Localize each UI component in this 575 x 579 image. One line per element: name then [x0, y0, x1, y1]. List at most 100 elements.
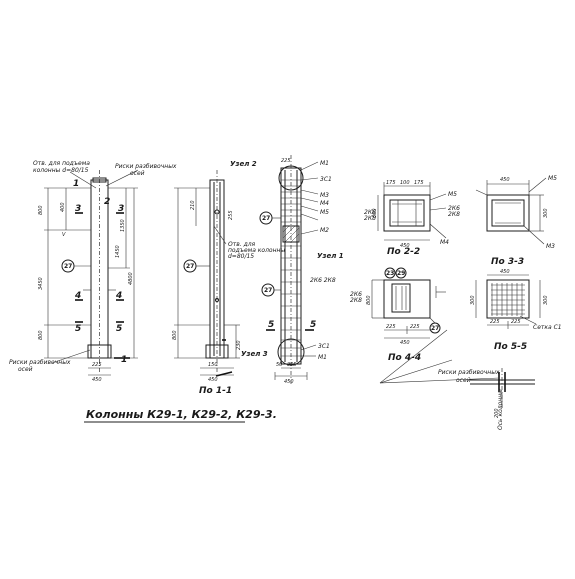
dim-225-s44: 225: [386, 324, 396, 330]
section-number-5c: 5: [268, 320, 274, 330]
label-align-marks: Риски разбивочных: [115, 163, 177, 170]
mesh-c1: [491, 283, 525, 316]
cut-label-1-1: По 1-1: [199, 386, 232, 396]
mark-kr4: 2К6: [364, 209, 376, 216]
dim-175-b: 175: [414, 180, 424, 186]
mark-kr: 2К6 2К8: [310, 277, 336, 284]
mark-kr6: 2К6: [350, 291, 362, 298]
mark-m2: М2: [320, 227, 329, 234]
label-axes-2: осей: [18, 366, 33, 373]
section-5-5: [475, 274, 541, 329]
column-reinforcement: [259, 155, 319, 384]
mark-m5: М5: [320, 209, 329, 216]
dim-210: 210: [190, 200, 196, 210]
dim-100: 100: [400, 180, 410, 186]
dim-300-s22: 300: [372, 208, 378, 218]
section-4-4: [371, 267, 446, 339]
dim-450-3: 450: [284, 379, 294, 385]
dim-350: 355: [287, 362, 297, 368]
mark-kr7: 2К8: [350, 297, 362, 304]
dim-800-bot: 800: [38, 330, 44, 340]
mark-m5-s33: М5: [548, 175, 557, 182]
mark-3c1: 3С1: [320, 176, 332, 183]
label-lift-hole-2: Отв. для: [228, 241, 256, 248]
node-2-label: Узел 2: [230, 160, 257, 168]
dim-450-s22: 450: [400, 243, 410, 249]
mark-kr2: 2К6: [448, 205, 460, 212]
node-1-label: Узел 1: [317, 252, 344, 260]
dim-450-s33: 450: [500, 177, 510, 183]
mark-m4: М4: [320, 200, 329, 207]
section-number-5: 5: [75, 324, 81, 334]
dim-225b-s55: 225: [511, 319, 521, 325]
dim-380-s44: 800: [366, 295, 372, 305]
dim-175-a: 175: [386, 180, 396, 186]
cut-label-2-2: По 2-2: [387, 247, 420, 257]
section-number-2: 2: [104, 197, 110, 207]
callout-27e: 27: [431, 325, 439, 332]
dim-4800: 4800: [128, 272, 134, 285]
label-axes: осей: [130, 170, 145, 177]
mark-kr5: 2К8: [364, 215, 376, 222]
dim-400-left: 400: [60, 202, 66, 212]
alignment-marks-detail: [379, 329, 535, 410]
mark-3c1b: 3С1: [318, 343, 330, 350]
section-5-5-outline: [486, 279, 530, 319]
section-number-4b: 4: [115, 291, 122, 301]
label-lift-hole-2b: подъема колонны: [228, 247, 285, 254]
section-number-1: 1: [73, 179, 79, 189]
grid-c1-label: Сетка С1: [533, 324, 562, 331]
label-lift-hole-dim: колонны d=80/15: [33, 167, 89, 174]
section-number-3: 3: [75, 204, 81, 214]
dim-450-s55: 450: [500, 269, 510, 275]
dim-800-top: 800: [38, 205, 44, 215]
dim-800-c2: 800: [172, 330, 178, 340]
mark-m5-s22: М5: [448, 191, 457, 198]
mark-m3: М3: [320, 192, 329, 199]
section-number-4: 4: [74, 291, 81, 301]
dim-3450: 3450: [38, 277, 44, 290]
dim-450-2: 450: [208, 377, 218, 383]
callout-27d: 27: [264, 287, 272, 294]
column-section-1-1: [174, 170, 240, 377]
dim-450-1: 450: [92, 377, 102, 383]
section-number-3b: 3: [118, 204, 124, 214]
mark-kr3: 2К8: [448, 211, 460, 218]
mark-m3-s33: М3: [546, 243, 555, 250]
dim-450-s44: 450: [400, 340, 410, 346]
section-2-2: [377, 182, 447, 241]
cut-label-3-3: По 3-3: [491, 257, 524, 267]
dim-50: 50: [276, 362, 282, 368]
dim-300-s55: 300: [470, 295, 476, 305]
label-lift-hole: Отв. для подъема: [33, 160, 90, 167]
dim-225: 225: [92, 362, 102, 368]
label-align-marks-3: Риски разбивочных: [438, 369, 500, 376]
callout-27b: 27: [186, 263, 194, 270]
column-1-base: [87, 344, 112, 359]
node-2-circle: [278, 165, 304, 191]
label-axes-3: осей: [456, 377, 471, 384]
section-3-3-outline: [486, 194, 530, 232]
dim-1350: 1350: [120, 219, 126, 232]
section-number-5b: 5: [116, 324, 122, 334]
callout-29: 29: [397, 270, 405, 277]
label-lift-hole-2c: d=80/15: [228, 253, 254, 260]
section-number-5d: 5: [310, 320, 316, 330]
label-align-marks-2: Риски разбивочных: [9, 359, 71, 366]
cut-label-4-4: По 4-4: [388, 353, 421, 363]
section-2-2-outline: [383, 194, 431, 232]
section-4-4-outline: [383, 279, 431, 319]
mark-m4-s22: М4: [440, 239, 449, 246]
column-elevation-left: V: [44, 169, 139, 376]
section-number-1b: 1: [121, 355, 127, 365]
col-axis-label: Ось колонны: [497, 389, 504, 430]
cut-label-5-5: По 5-5: [494, 342, 527, 352]
level-mark: V: [62, 232, 66, 238]
dim-300b-s55: 300: [543, 295, 549, 305]
section-3-3: [475, 177, 547, 245]
dim-225-s55: 225: [490, 319, 500, 325]
dim-255: 255: [228, 210, 234, 220]
drawing-title: Колонны К29-1, К29-2, К29-3.: [86, 408, 277, 421]
